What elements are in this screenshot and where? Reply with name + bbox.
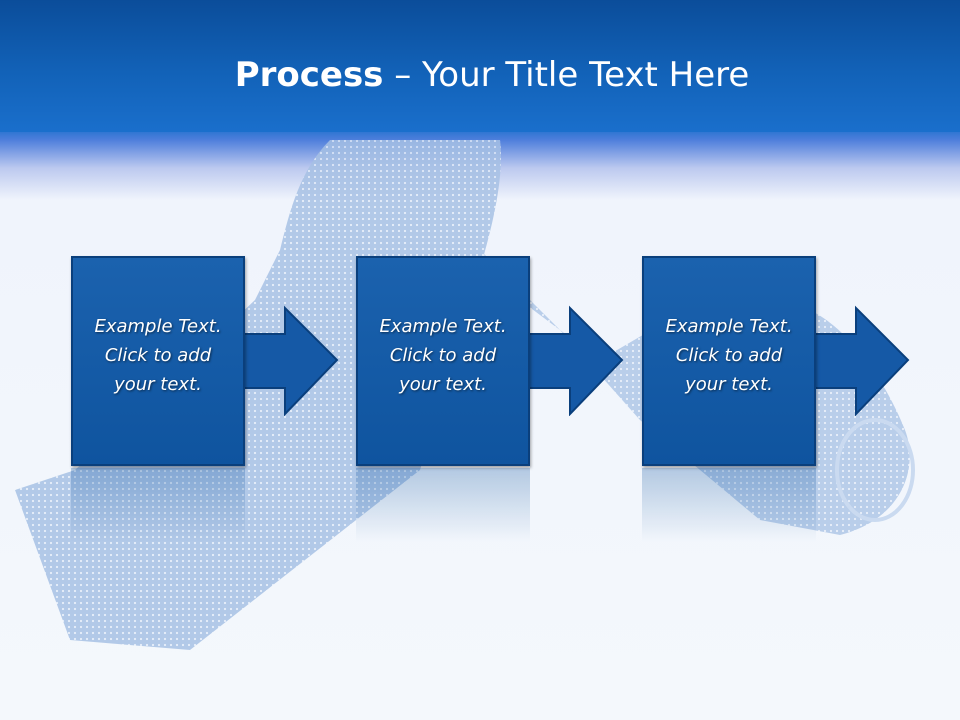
step-reflection [356,468,530,542]
step-text-line: your text. [399,374,487,395]
arrow-right-icon [811,305,910,416]
tie-roll [835,418,915,522]
step-text-line: Example Text. [94,316,222,337]
process-step-2[interactable]: Example Text. Click to add your text. [356,256,624,542]
step-reflection [71,468,245,542]
step-text-line: your text. [685,374,773,395]
header-band [0,0,960,132]
step-reflection [642,468,816,542]
process-step-3[interactable]: Example Text. Click to add your text. [642,256,910,542]
step-text[interactable]: Example Text. Click to add your text. [73,312,243,399]
step-box[interactable]: Example Text. Click to add your text. [356,256,530,466]
step-text-line: Click to add [389,345,497,366]
step-box[interactable]: Example Text. Click to add your text. [642,256,816,466]
step-text-line: Click to add [675,345,783,366]
step-text-line: Click to add [104,345,212,366]
title-bold: Process [234,55,384,95]
process-step-1[interactable]: Example Text. Click to add your text. [71,256,339,542]
step-text[interactable]: Example Text. Click to add your text. [358,312,528,399]
arrow-right-icon [240,305,339,416]
title-rest: – Your Title Text Here [383,55,750,95]
step-text[interactable]: Example Text. Click to add your text. [644,312,814,399]
step-box[interactable]: Example Text. Click to add your text. [71,256,245,466]
step-text-line: Example Text. [379,316,507,337]
slide-title[interactable]: Process – Your Title Text Here [0,52,960,98]
arrow-right-icon [525,305,624,416]
step-text-line: Example Text. [665,316,793,337]
step-text-line: your text. [114,374,202,395]
